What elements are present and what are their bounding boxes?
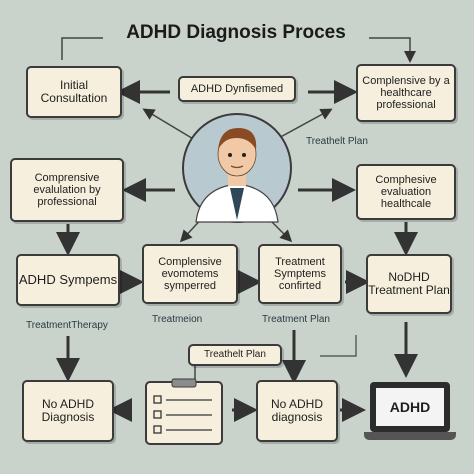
complensive-symptoms-box: Complensive evomotems symperred: [142, 244, 238, 304]
doctor-illustration: [182, 113, 292, 223]
treathelt-plan-box: Treathelt Plan: [188, 344, 282, 366]
laptop-icon: ADHD: [364, 382, 456, 446]
adhd-sympems-box: ADHD Sympems: [16, 254, 120, 306]
no-adhd-diagnosis-center-box: No ADHD diagnosis: [256, 380, 338, 442]
comphesive-evaluation-box: Comphesive evaluation healthcale: [356, 164, 456, 220]
initial-consultation-box: Initial Consultation: [26, 66, 122, 118]
treatment-plan-label: Treatment Plan: [262, 314, 330, 325]
treatheit-plan-label: Treathelt Plan: [306, 136, 368, 147]
laptop-screen: ADHD: [376, 388, 444, 426]
complensive-healthcare-box: Complensive by a healthcare professional: [356, 64, 456, 122]
adhd-dynfisemed-box: ADHD Dynfisemed: [178, 76, 296, 102]
nodhd-treatment-plan-box: NoDHD Treatment Plan: [366, 254, 452, 314]
treatment-therapy-label: TreatmentTherapy: [26, 320, 108, 331]
no-adhd-diagnosis-left-box: No ADHD Diagnosis: [22, 380, 114, 442]
compresive-evaluation-box: Comprensive evalulation by professional: [10, 158, 124, 222]
diagram-title: ADHD Diagnosis Proces: [103, 16, 369, 50]
treatmeion-label: Treatmeion: [152, 314, 203, 325]
clipboard-checklist-icon: [145, 378, 223, 445]
treatment-confirted-box: Treatment Symptems confirted: [258, 244, 342, 304]
